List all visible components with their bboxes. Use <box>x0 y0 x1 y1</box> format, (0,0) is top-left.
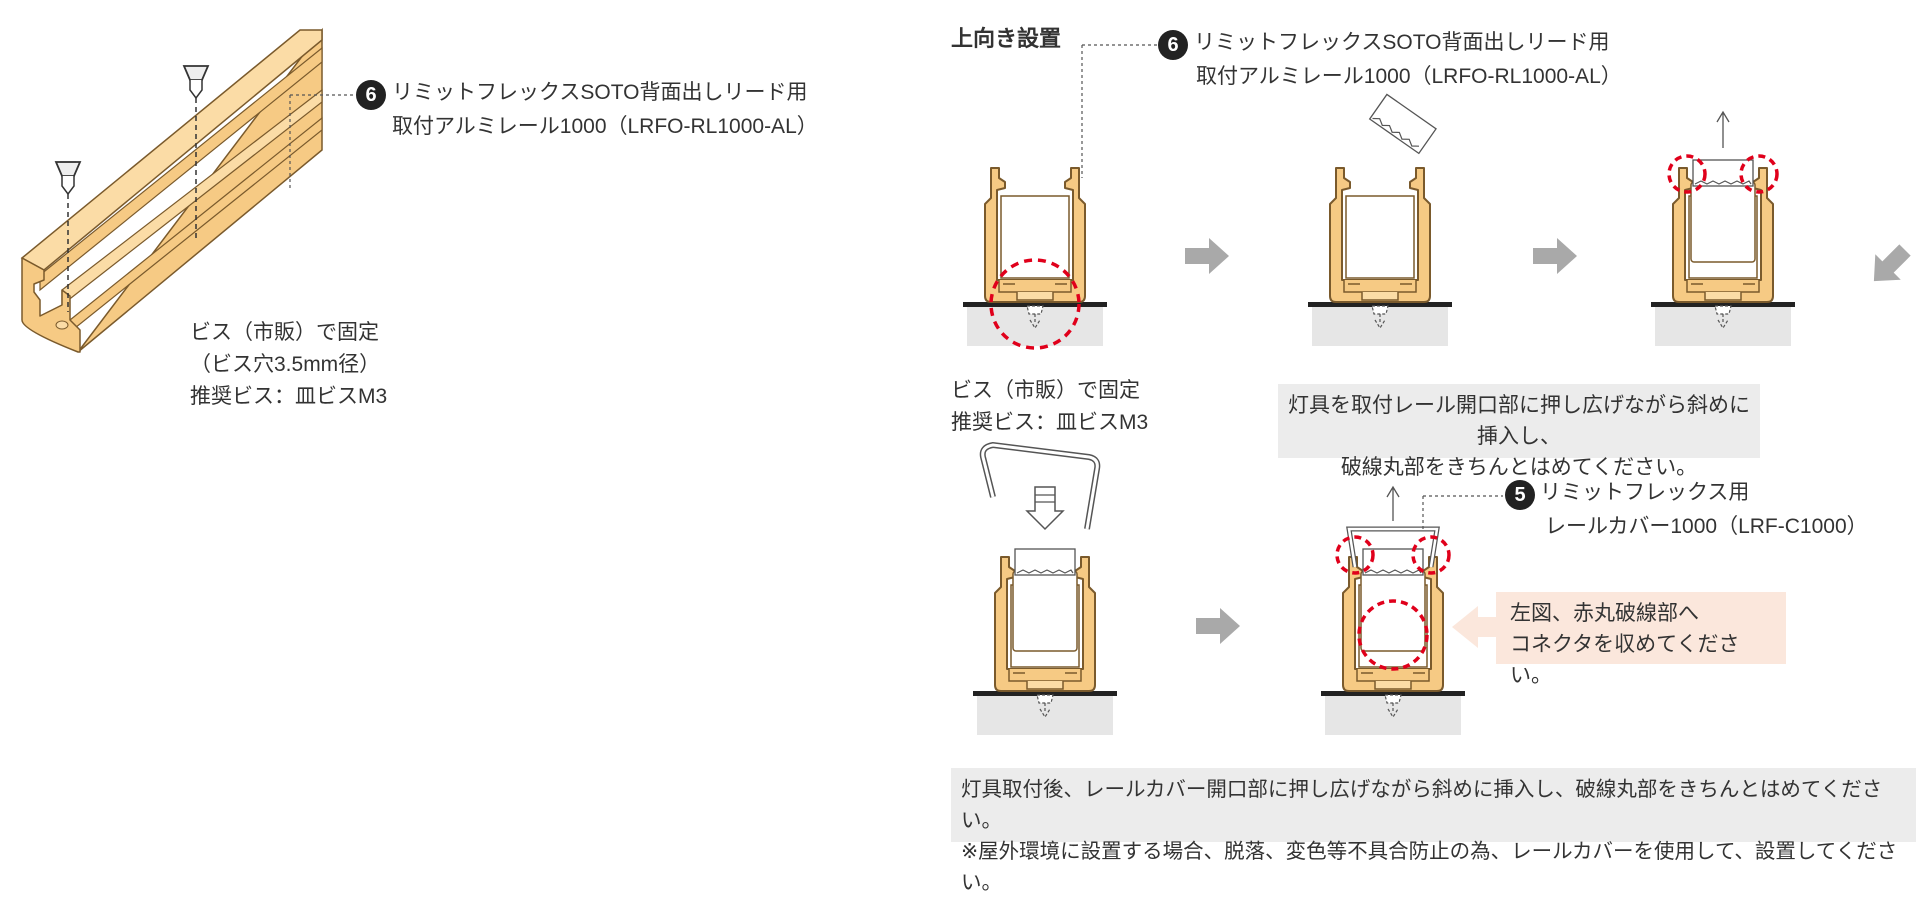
screw-icon <box>54 161 82 312</box>
step2-insert-diagram <box>1307 93 1453 347</box>
connector-note-line1: 左図、赤丸破線部へ <box>1510 602 1699 625</box>
bottom-note-line1: 灯具取付後、レールカバー開口部に押し広げながら斜めに挿入し、破線丸部をきちんとは… <box>961 778 1883 832</box>
step5-cover-installed-diagram <box>1320 485 1466 736</box>
left-screw-note-line3: 推奨ビス：皿ビスM3 <box>190 385 388 408</box>
right-screw-note-line2: 推奨ビス：皿ビスM3 <box>951 411 1149 434</box>
screw-icon <box>182 65 210 238</box>
illustration-canvas <box>20 27 1918 736</box>
right-screw-note-line1: ビス（市販）で固定 <box>951 379 1140 402</box>
cover-leader-line <box>1422 495 1503 530</box>
arrow-right-icon <box>1196 608 1240 644</box>
pink-arrow-left-icon <box>1452 606 1500 648</box>
connector-note-line2: コネクタを収めてください。 <box>1510 633 1740 687</box>
step1-rail-diagram <box>962 167 1108 350</box>
left-product-name-line2: 取付アルミレール1000（LRFO-RL1000-AL） <box>392 115 818 138</box>
left-product-name-line1: リミットフレックスSOTO背面出しリード用 <box>392 81 808 104</box>
arrow-right-icon <box>1533 238 1577 274</box>
bottom-note-box: 灯具取付後、レールカバー開口部に押し広げながら斜めに挿入し、破線丸部をきちんとは… <box>951 768 1916 894</box>
insertion-note-box: 灯具を取付レール開口部に押し広げながら斜めに挿入し、 破線丸部をきちんとはめてく… <box>1278 384 1760 479</box>
step4-cover-diagram <box>972 441 1118 736</box>
part-number-badge-6: 6 <box>356 80 386 110</box>
arrow-diagonal-icon <box>1861 237 1918 294</box>
right-product-name-line2: 取付アルミレール1000（LRFO-RL1000-AL） <box>1196 65 1622 88</box>
right-product-name-line1: リミットフレックスSOTO背面出しリード用 <box>1194 31 1610 54</box>
cover-name-line1: リミットフレックス用 <box>1540 481 1750 504</box>
left-screw-note-line2: （ビス穴3.5mm径） <box>190 353 381 376</box>
left-screw-note-line1: ビス（市販）で固定 <box>190 321 379 344</box>
bottom-note-line2: ※屋外環境に設置する場合、脱落、変色等不具合防止の為、レールカバーを使用して、設… <box>961 840 1898 894</box>
arrow-right-icon <box>1185 238 1229 274</box>
title-leader-line <box>1081 44 1160 178</box>
connector-note-box: 左図、赤丸破線部へ コネクタを収めてください。 <box>1496 592 1786 687</box>
rail-3d-illustration <box>20 27 356 353</box>
part-number-badge-6: 6 <box>1158 30 1188 60</box>
insertion-note-line2: 破線丸部をきちんとはめてください。 <box>1340 456 1698 479</box>
step3-installed-diagram <box>1650 110 1796 347</box>
installation-title: 上向き設置 <box>951 26 1062 51</box>
insertion-note-line1: 灯具を取付レール開口部に押し広げながら斜めに挿入し、 <box>1288 394 1750 448</box>
cover-name-line2: レールカバー1000（LRF-C1000） <box>1545 515 1868 538</box>
part-number-badge-5: 5 <box>1505 480 1535 510</box>
